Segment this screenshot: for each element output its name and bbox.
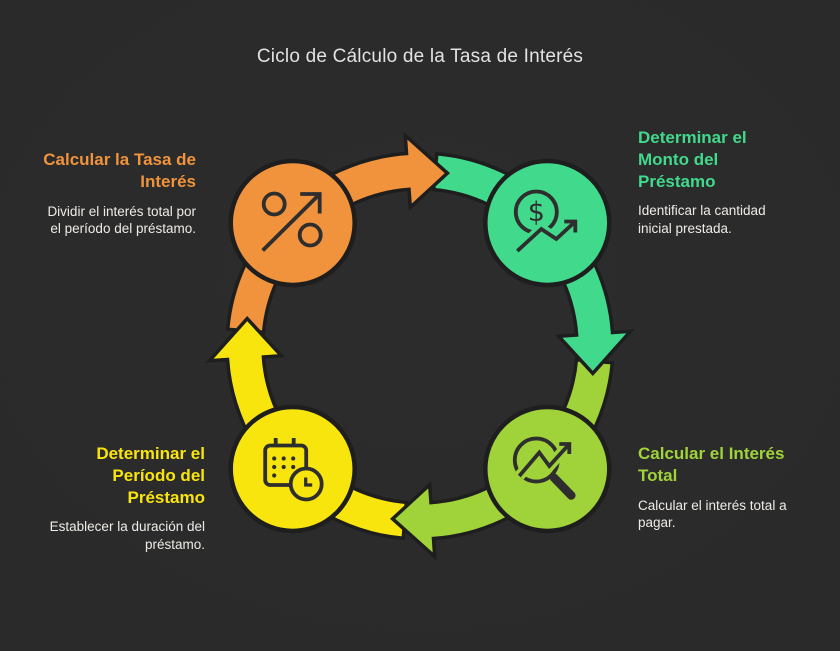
trend-line <box>517 442 571 478</box>
magnifier-handle <box>549 473 576 500</box>
dollar-growth-icon: $ <box>513 189 580 256</box>
page-title: Ciclo de Cálculo de la Tasa de Interés <box>256 46 584 67</box>
step-label-calcular-tasa: Calcular la Tasa de Interés Dividir el i… <box>1 149 196 238</box>
percent-arrow-icon <box>261 191 323 252</box>
percent-arrow-shaft <box>261 192 322 252</box>
magnifier-trend-icon <box>512 436 576 500</box>
step-description-calcular-interes: Calcular el interés total a pagar. <box>638 497 787 531</box>
calendar-body <box>263 443 309 487</box>
step-title-calcular-tasa: Calcular la Tasa de Interés <box>43 150 196 191</box>
clock-hands <box>304 477 313 487</box>
percent-arrow-head <box>300 192 322 214</box>
trend-arrow-head <box>559 442 572 454</box>
growth-arrow-head <box>564 219 578 233</box>
percent-top-ring <box>261 191 287 217</box>
calendar-day-dots <box>272 456 296 478</box>
step-description-determinar-monto: Identificar la cantidad inicial prestada… <box>638 203 766 237</box>
step-label-determinar-monto: Determinar el Monto del Préstamo Identif… <box>638 127 808 238</box>
step-description-determinar-periodo: Establecer la duración del préstamo. <box>49 519 205 553</box>
node-circle-determinar-monto <box>483 158 612 288</box>
step-label-determinar-periodo: Determinar el Período del Préstamo Estab… <box>20 443 205 554</box>
step-title-determinar-periodo: Determinar el Período del Préstamo <box>96 444 205 507</box>
step-title-determinar-monto: Determinar el Monto del Préstamo <box>638 128 747 191</box>
percent-bottom-ring <box>297 222 323 248</box>
growth-line <box>516 220 577 253</box>
step-label-calcular-interes: Calcular el Interés Total Calcular el in… <box>638 443 828 532</box>
step-title-calcular-interes: Calcular el Interés Total <box>638 444 785 485</box>
calendar-clock-icon <box>263 438 324 502</box>
step-description-calcular-tasa: Dividir el interés total por el período … <box>47 203 196 237</box>
dollar-sign: $ <box>528 197 545 228</box>
